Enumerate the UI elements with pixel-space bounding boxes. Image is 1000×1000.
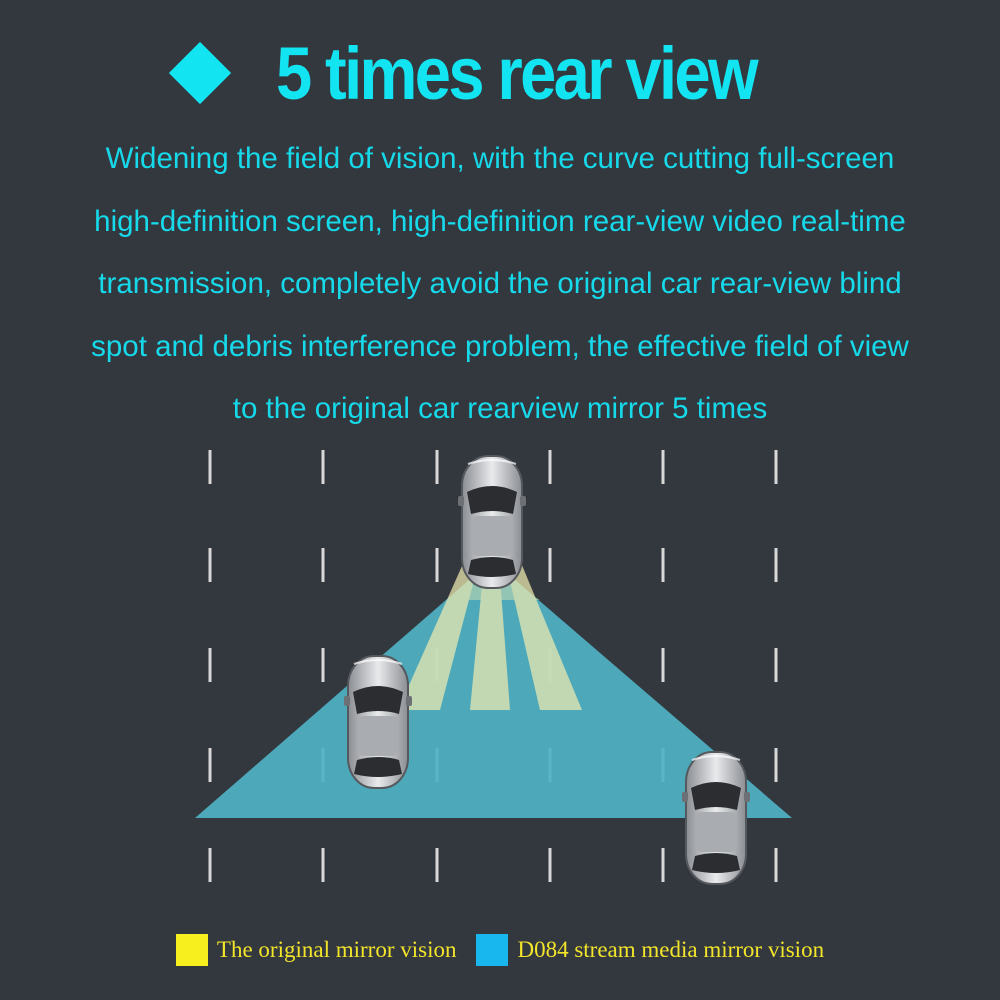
lane-mark [208, 748, 212, 782]
legend-label-original: The original mirror vision [216, 937, 457, 962]
legend: The original mirror vision D084 stream m… [0, 930, 1000, 970]
lane-mark [774, 450, 778, 484]
lane-mark [435, 548, 439, 582]
lane-markings [208, 450, 778, 882]
legend-swatch-original [175, 934, 208, 966]
lane-mark [321, 548, 325, 582]
lane-mark [661, 848, 665, 882]
car-rear-view-origin [457, 455, 527, 589]
description-line-5: to the original car rearview mirror 5 ti… [232, 392, 768, 425]
legend-swatch-stream [476, 934, 509, 966]
original-vision-beam-center [470, 512, 510, 710]
legend-label-stream: D084 stream media mirror vision [517, 937, 825, 962]
lane-mark [774, 848, 778, 882]
lane-mark [321, 450, 325, 484]
lane-mark [548, 848, 552, 882]
lane-mark [661, 548, 665, 582]
car-left-lane [343, 655, 413, 789]
lane-mark [774, 648, 778, 682]
description-line-3: transmission, completely avoid the origi… [98, 267, 902, 300]
lane-mark [208, 548, 212, 582]
lane-mark [208, 848, 212, 882]
rear-view-diagram [195, 450, 792, 885]
lane-mark [208, 450, 212, 484]
lane-mark [774, 548, 778, 582]
lane-mark [321, 848, 325, 882]
lane-mark [321, 648, 325, 682]
lane-mark [548, 548, 552, 582]
lane-mark [435, 848, 439, 882]
diamond-bullet-icon [169, 41, 232, 105]
lane-mark [774, 748, 778, 782]
lane-mark [548, 450, 552, 484]
original-vision-cone [448, 580, 540, 600]
lane-mark [661, 450, 665, 484]
page-title: 5 times rear view [276, 31, 759, 115]
car-right-lane [681, 751, 751, 885]
description-line-4: spot and debris interference problem, th… [91, 329, 909, 363]
title-row: 5 times rear view [0, 28, 1000, 118]
lane-mark [208, 648, 212, 682]
description-line-2: high-definition screen, high-definition … [94, 204, 906, 238]
description: Widening the field of vision, with the c… [20, 128, 980, 441]
description-line-1: Widening the field of vision, with the c… [105, 142, 895, 175]
lane-mark [435, 450, 439, 484]
lane-mark [661, 648, 665, 682]
